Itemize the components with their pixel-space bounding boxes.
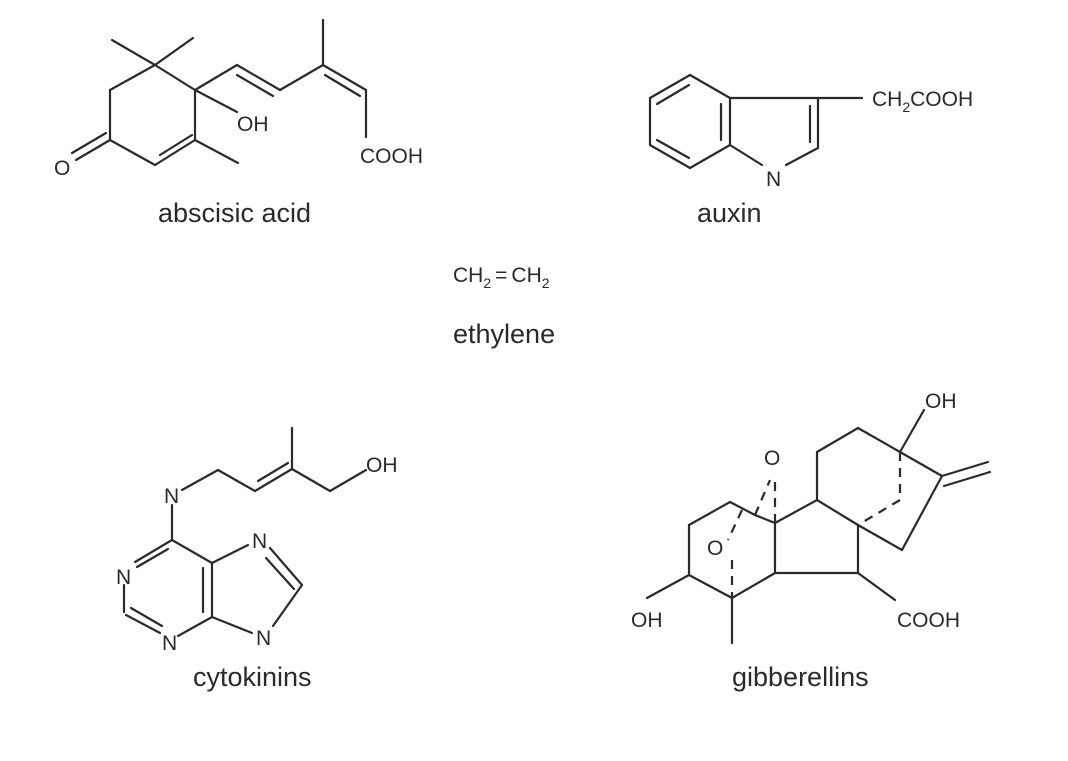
carboxyl-label: COOH [897, 609, 960, 632]
hydroxyl-top-label: OH [925, 390, 957, 413]
cytokinins-name: cytokinins [193, 662, 312, 692]
indole-nitrogen-label: N [766, 168, 781, 191]
lactone-oxygen-top-label: O [764, 447, 780, 470]
ethylene-structure: CH2=CH2 ethylene [453, 264, 555, 349]
gibberellins-name: gibberellins [732, 662, 869, 692]
abscisic-acid-name: abscisic acid [158, 198, 311, 228]
ring-nitrogen-n9: N [256, 627, 271, 650]
auxin-name: auxin [697, 198, 762, 228]
abscisic-acid-structure: OH COOH O abscisic acid [54, 18, 423, 228]
acetic-acid-label: CH2COOH [872, 88, 973, 115]
ketone-oxygen-label: O [54, 157, 70, 180]
ethylene-name: ethylene [453, 319, 555, 349]
cytokinin-structure: N OH N N N N cytokinins [116, 426, 398, 692]
hydroxyl-left-label: OH [631, 609, 663, 632]
auxin-structure: N CH2COOH auxin [648, 73, 973, 228]
hydroxyl-label: OH [237, 113, 269, 136]
amine-nitrogen-label: N [164, 485, 179, 508]
carboxyl-label: COOH [360, 145, 423, 168]
gibberellin-structure: OH O O OH COOH gibberellins [631, 390, 992, 692]
ethylene-formula: CH2=CH2 [453, 264, 550, 291]
hydroxyl-label: OH [366, 454, 398, 477]
ring-nitrogen-n7: N [252, 530, 267, 553]
lactone-oxygen-mid-label: O [707, 537, 723, 560]
ring-nitrogen-n1: N [116, 566, 131, 589]
ring-nitrogen-n3: N [162, 632, 177, 655]
